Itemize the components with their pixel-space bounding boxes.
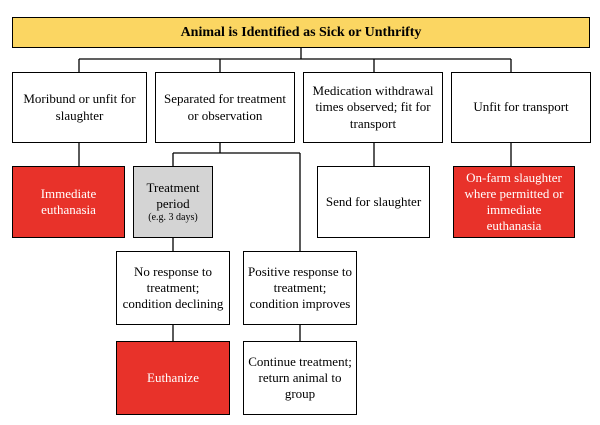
separated-text: Separated for treatment or observation: [164, 91, 286, 123]
treatment-period-box: Treatment period (e.g. 3 days): [133, 166, 213, 238]
moribund-text: Moribund or unfit for slaughter: [23, 91, 136, 123]
no-response-text: No response to treatment; condition decl…: [122, 263, 224, 312]
positive-response-box: Positive response to treatment; conditio…: [243, 251, 357, 325]
send-slaughter-text: Send for slaughter: [325, 193, 422, 209]
treatment-period-text: Treatment period: [146, 179, 200, 211]
euthanize-box: Euthanize: [116, 341, 230, 415]
treatment-period-note: (e.g. 3 days): [148, 212, 198, 223]
positive-response-text: Positive response to treatment; conditio…: [248, 263, 352, 312]
immediate-euthanasia-text: Immediate euthanasia: [40, 185, 97, 217]
send-slaughter-box: Send for slaughter: [317, 166, 430, 238]
medication-box: Medication withdrawal times observed; fi…: [303, 72, 443, 143]
euthanize-text: Euthanize: [147, 369, 199, 385]
unfit-box: Unfit for transport: [451, 72, 591, 143]
separated-box: Separated for treatment or observation: [155, 72, 295, 143]
onfarm-slaughter-box: On-farm slaughter where permitted or imm…: [453, 166, 575, 238]
no-response-box: No response to treatment; condition decl…: [116, 251, 230, 325]
onfarm-slaughter-text: On-farm slaughter where permitted or imm…: [464, 169, 564, 234]
continue-treatment-box: Continue treatment; return animal to gro…: [243, 341, 357, 415]
moribund-box: Moribund or unfit for slaughter: [12, 72, 147, 143]
immediate-euthanasia-box: Immediate euthanasia: [12, 166, 125, 238]
continue-treatment-text: Continue treatment; return animal to gro…: [248, 353, 352, 402]
title-box: Animal is Identified as Sick or Unthrift…: [12, 17, 590, 48]
title-text: Animal is Identified as Sick or Unthrift…: [180, 24, 422, 40]
unfit-text: Unfit for transport: [473, 99, 569, 115]
medication-text: Medication withdrawal times observed; fi…: [312, 83, 434, 131]
